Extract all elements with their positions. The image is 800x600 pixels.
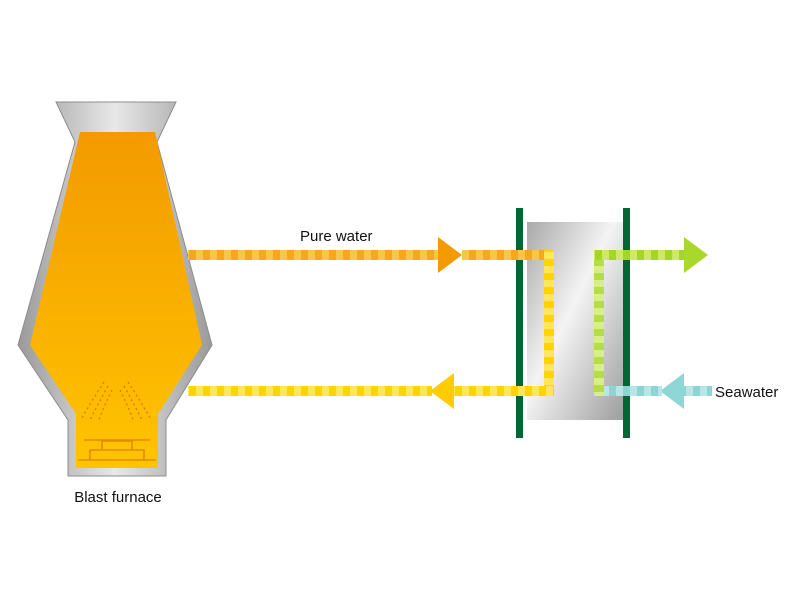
pure-water-supply-pipe xyxy=(188,237,554,396)
exchanger-plate-left xyxy=(516,208,523,438)
furnace-interior xyxy=(30,132,202,468)
exchanger-plate-right xyxy=(623,208,630,438)
furnace-hearth xyxy=(78,439,156,461)
seawater-in-arrow xyxy=(660,373,684,409)
pure-water-return-pipe xyxy=(188,373,554,409)
seawater-pipe xyxy=(594,237,712,409)
pure-water-label: Pure water xyxy=(300,228,373,245)
furnace-tuyere-jets xyxy=(81,381,151,423)
pure-water-arrow xyxy=(438,237,462,273)
blast-furnace-label: Blast furnace xyxy=(74,489,162,506)
seawater-out-arrow xyxy=(684,237,708,273)
heat-exchanger xyxy=(516,208,630,438)
return-arrow xyxy=(430,373,454,409)
seawater-label: Seawater xyxy=(715,384,778,401)
blast-furnace xyxy=(17,101,213,477)
